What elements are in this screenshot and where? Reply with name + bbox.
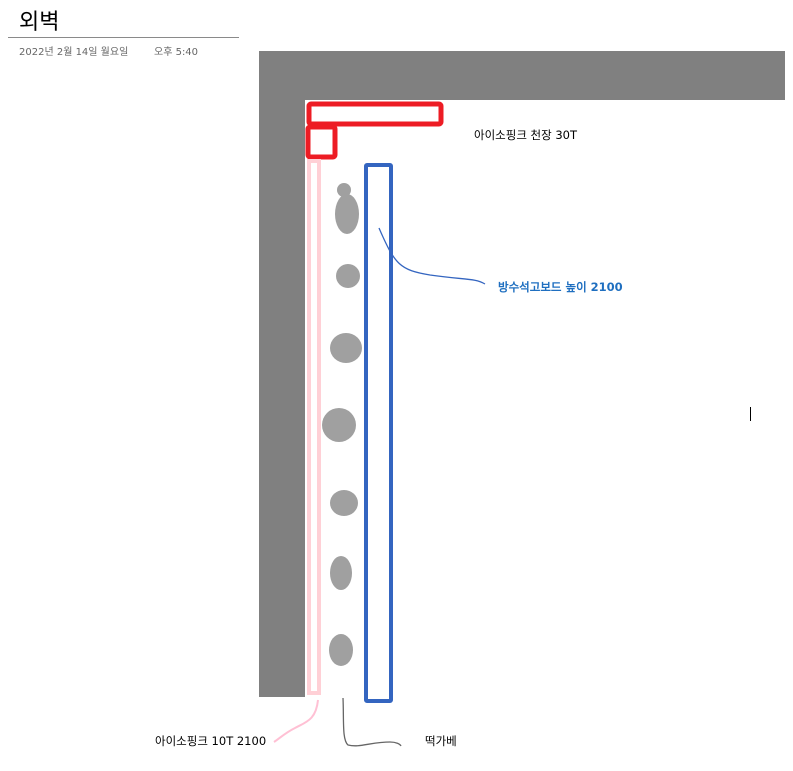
- text-cursor: [750, 407, 751, 421]
- insulation-leader-line: [273, 699, 319, 743]
- wall-insulation: [307, 159, 321, 695]
- spacer-leader-line: [342, 697, 402, 747]
- label-gypsum-board: 방수석고보드 높이 2100: [498, 280, 623, 294]
- wall-section: [259, 51, 785, 697]
- ceiling-insulation-corner: [305, 124, 338, 160]
- page-time: 오후 5:40: [154, 47, 199, 58]
- waterproof-gypsum-board: [364, 163, 393, 703]
- label-spacer: 떡가베: [425, 734, 457, 748]
- adhesive-dabs: [322, 183, 362, 666]
- label-wall-insulation: 아이소핑크 10T 2100: [155, 734, 267, 748]
- label-ceiling-insulation: 아이소핑크 천장 30T: [474, 128, 578, 142]
- ceiling-insulation-top: [306, 101, 444, 127]
- title-divider: [8, 37, 239, 38]
- page-title[interactable]: 외벽: [19, 10, 60, 35]
- page-date: 2022년 2월 14일 월요일: [19, 47, 129, 58]
- board-leader-line: [378, 227, 486, 285]
